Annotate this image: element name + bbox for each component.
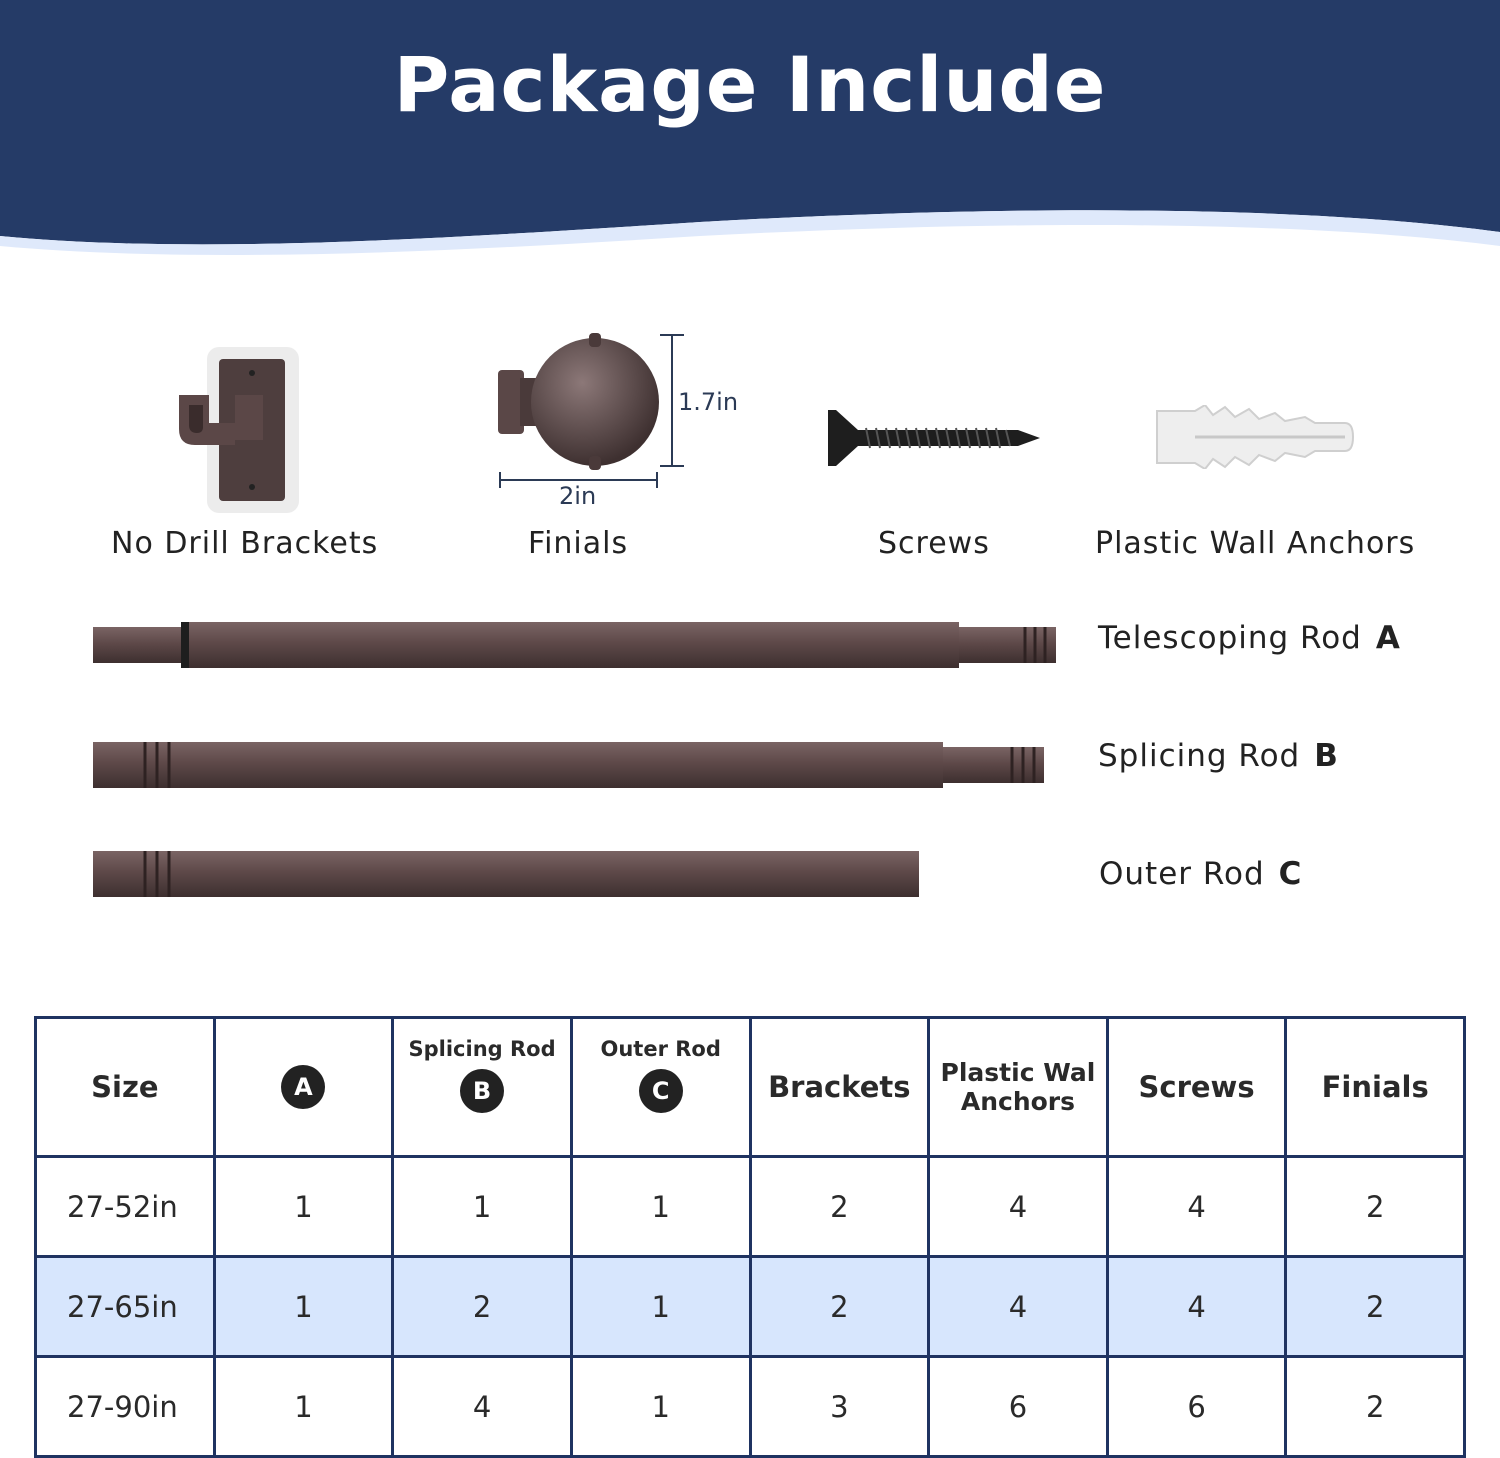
telescoping-rod-a (93, 622, 1056, 668)
bracket-label: No Drill Brackets (111, 526, 379, 561)
cell-size: 27-52in (34, 1155, 216, 1258)
finial-width-label: 2in (559, 482, 597, 510)
cell-a: 1 (212, 1255, 395, 1358)
finial-icon (498, 333, 684, 488)
cell-b: 4 (391, 1355, 573, 1458)
cell-finials: 2 (1284, 1355, 1466, 1458)
header-brackets: Brackets (748, 1016, 931, 1158)
finial-label: Finials (528, 526, 629, 561)
anchor-label: Plastic Wall Anchors (1095, 526, 1416, 561)
rod-a-label: Telescoping Rod A (1098, 620, 1401, 656)
cell-a: 1 (212, 1355, 395, 1458)
anchor-icon (1156, 403, 1355, 471)
letter-a-badge: A (281, 1065, 326, 1109)
letter-c-badge: C (638, 1069, 683, 1113)
cell-anchors: 4 (927, 1155, 1109, 1258)
cell-b: 1 (391, 1155, 573, 1258)
header-outer-rod: Outer Rod C (569, 1016, 752, 1158)
cell-brackets: 2 (748, 1155, 931, 1258)
splicing-rod-b (93, 742, 1044, 788)
bracket-item (175, 345, 305, 515)
anchor-item (1155, 403, 1355, 471)
header-banner: Package Include (0, 0, 1500, 270)
cell-screws: 4 (1105, 1255, 1288, 1358)
header-size: Size (34, 1016, 216, 1158)
rod-c-name: Outer Rod (1099, 856, 1265, 892)
header-outer-rod-title: Outer Rod (600, 1037, 721, 1061)
rod-b-letter: B (1314, 738, 1339, 774)
cell-c: 1 (569, 1355, 752, 1458)
rod-a-name: Telescoping Rod (1098, 620, 1362, 656)
page-title: Package Include (393, 40, 1107, 129)
table-row: 27-52in 1 1 1 2 4 4 2 (34, 1155, 1466, 1258)
finial-item (495, 330, 695, 500)
screw-label: Screws (878, 526, 990, 561)
table-header-row: Size A Splicing Rod B Outer Rod C Bracke… (34, 1016, 1466, 1158)
cell-c: 1 (569, 1255, 752, 1358)
cell-finials: 2 (1284, 1155, 1466, 1258)
cell-screws: 4 (1105, 1155, 1288, 1258)
cell-size: 27-65in (34, 1255, 216, 1358)
wave-background (0, 0, 1500, 255)
rod-b-label: Splicing Rod B (1098, 738, 1339, 774)
header-anchors: Plastic Wal Anchors (927, 1016, 1109, 1158)
cell-anchors: 4 (927, 1255, 1109, 1358)
header-finials: Finials (1284, 1016, 1466, 1158)
rod-c-letter: C (1278, 856, 1303, 892)
cell-size: 27-90in (34, 1355, 216, 1458)
header-screws: Screws (1105, 1016, 1288, 1158)
rod-c-label: Outer Rod C (1099, 856, 1302, 892)
package-table: Size A Splicing Rod B Outer Rod C Bracke… (34, 1016, 1466, 1458)
screw-icon (828, 410, 1040, 466)
letter-b-badge: B (460, 1069, 505, 1113)
cell-finials: 2 (1284, 1255, 1466, 1358)
cell-screws: 6 (1105, 1355, 1288, 1458)
header-a: A (212, 1016, 395, 1158)
header-splicing-rod-title: Splicing Rod (408, 1037, 556, 1061)
rod-a-letter: A (1375, 620, 1401, 656)
cell-brackets: 3 (748, 1355, 931, 1458)
bracket-icon (179, 347, 299, 513)
table-row-highlighted: 27-65in 1 2 1 2 4 4 2 (34, 1255, 1466, 1358)
table-row: 27-90in 1 4 1 3 6 6 2 (34, 1355, 1466, 1458)
header-anchors-line1: Plastic Wal (940, 1058, 1096, 1087)
outer-rod-c (93, 851, 919, 897)
cell-a: 1 (212, 1155, 395, 1258)
rods-illustration (93, 622, 1056, 897)
cell-anchors: 6 (927, 1355, 1109, 1458)
cell-c: 1 (569, 1155, 752, 1258)
header-anchors-line2: Anchors (960, 1087, 1076, 1116)
finial-height-label: 1.7in (678, 388, 739, 416)
rod-b-name: Splicing Rod (1098, 738, 1301, 774)
cell-brackets: 2 (748, 1255, 931, 1358)
screw-item (826, 408, 1042, 468)
cell-b: 2 (391, 1255, 573, 1358)
header-splicing-rod: Splicing Rod B (391, 1016, 573, 1158)
